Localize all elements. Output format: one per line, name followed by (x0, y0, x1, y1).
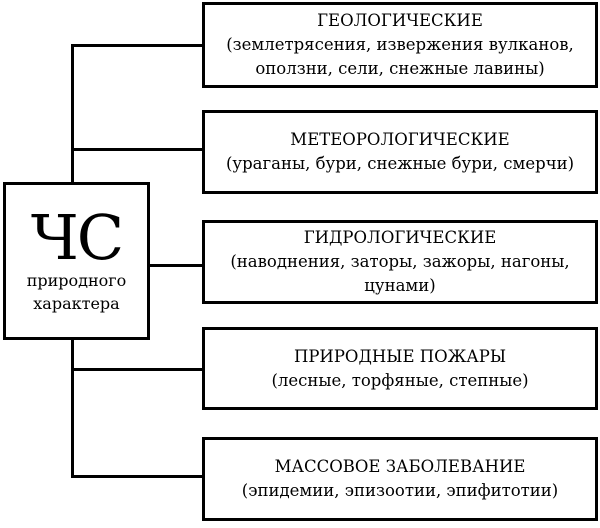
connector-meteorological (71, 148, 203, 151)
category-geological: ГЕОЛОГИЧЕСКИЕ (землетрясения, извержения… (202, 2, 598, 88)
category-meteorological: МЕТЕОРОЛОГИЧЕСКИЕ (ураганы, бури, снежны… (202, 110, 598, 194)
root-subtitle-2: характера (33, 294, 120, 313)
root-box: ЧС природного характера (3, 182, 150, 340)
root-title: ЧС (30, 201, 124, 274)
root-subtitle-1: природного (26, 271, 127, 290)
category-fires: ПРИРОДНЫЕ ПОЖАРЫ (лесные, торфяные, степ… (202, 327, 598, 410)
category-title: МЕТЕОРОЛОГИЧЕСКИЕ (290, 130, 510, 149)
category-hydrological: ГИДРОЛОГИЧЕСКИЕ (наводнения, заторы, заж… (202, 220, 598, 304)
category-desc: (эпидемии, эпизоотии, эпифитотии) (241, 481, 559, 500)
category-title: МАССОВОЕ ЗАБОЛЕВАНИЕ (274, 457, 526, 476)
connector-geological (71, 44, 203, 47)
category-desc: (ураганы, бури, снежные бури, смерчи) (225, 154, 575, 173)
connector-epidemic (71, 475, 203, 478)
category-desc: (землетрясения, извержения вулканов, (226, 35, 574, 54)
category-title: ПРИРОДНЫЕ ПОЖАРЫ (293, 346, 507, 366)
category-desc: цунами) (364, 276, 436, 295)
connector-hydrological (149, 264, 203, 267)
category-title: ГИДРОЛОГИЧЕСКИЕ (303, 228, 497, 247)
category-desc: оползни, сели, снежные лавины) (255, 59, 545, 78)
category-epidemic: МАССОВОЕ ЗАБОЛЕВАНИЕ (эпидемии, эпизооти… (202, 437, 598, 521)
connector-fires (71, 368, 203, 371)
category-desc: (лесные, торфяные, степные) (271, 370, 529, 390)
category-title: ГЕОЛОГИЧЕСКИЕ (317, 11, 483, 30)
category-desc: (наводнения, заторы, зажоры, нагоны, (230, 252, 570, 271)
